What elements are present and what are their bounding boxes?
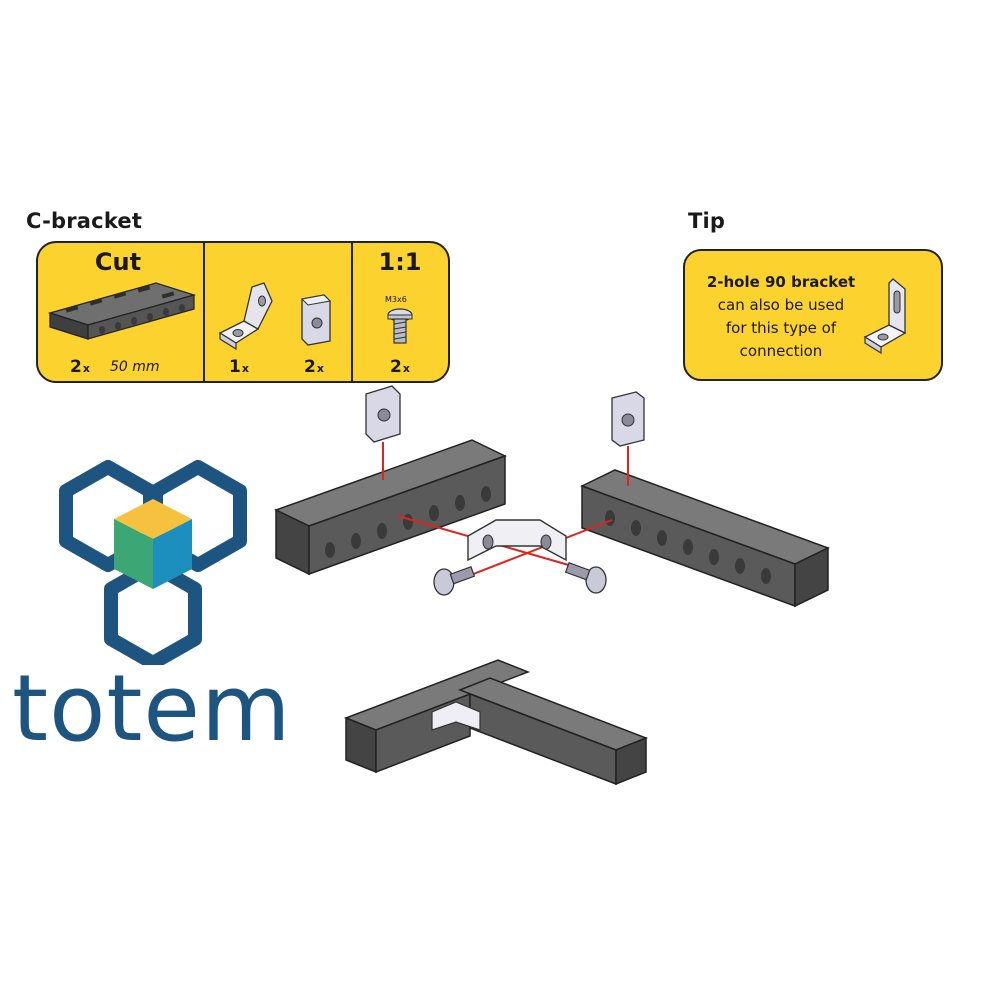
left-beam <box>274 439 507 576</box>
scale-label: 1:1 <box>378 248 422 276</box>
tip-line: connection <box>739 342 823 360</box>
beam-length: 50 mm <box>110 359 160 375</box>
c-bracket-title: C-bracket <box>26 209 143 233</box>
nut-part-icon <box>300 294 332 346</box>
beam-qty-unit: x <box>82 362 90 375</box>
totem-logo <box>59 460 247 665</box>
screw-size-label: M3x6 <box>385 295 407 304</box>
parts-list-panel: Cut 1:1 2x 50 mm 1x <box>36 241 450 383</box>
tip-text: 2-hole 90 bracket can also be used for t… <box>691 271 871 363</box>
beam-qty-value: 2 <box>70 357 82 377</box>
beam-quantity: 2x <box>70 357 90 377</box>
screw-quantity: 2x <box>390 357 410 377</box>
tip-title: Tip <box>688 209 726 233</box>
screw-qty-unit: x <box>402 362 410 375</box>
tip-panel: 2-hole 90 bracket can also be used for t… <box>683 249 943 381</box>
beam-part-icon <box>47 282 196 340</box>
screw-part-icon <box>387 308 413 344</box>
left-screw <box>433 566 476 596</box>
right-nut <box>611 391 645 447</box>
bracket-quantity: 1x <box>229 357 249 377</box>
two-hole-bracket-icon <box>863 278 907 355</box>
assembled-c-bracket <box>343 659 649 786</box>
tip-line: can also be used <box>717 296 845 314</box>
nut-quantity: 2x <box>304 357 324 377</box>
screw-qty-value: 2 <box>390 357 402 377</box>
panel-divider <box>203 243 205 381</box>
left-nut <box>365 385 401 443</box>
tip-line: for this type of <box>725 319 837 337</box>
tip-line: 2-hole 90 bracket <box>706 273 856 291</box>
cut-label: Cut <box>94 248 142 276</box>
panel-divider <box>351 243 353 381</box>
bracket-qty-value: 1 <box>229 357 241 377</box>
nut-qty-unit: x <box>316 362 324 375</box>
nut-qty-value: 2 <box>304 357 316 377</box>
l-bracket-part-icon <box>218 282 273 351</box>
c-bracket-part <box>467 519 567 562</box>
bracket-qty-unit: x <box>241 362 249 375</box>
brand-name: totem <box>12 655 292 762</box>
right-screw <box>564 562 607 594</box>
right-beam <box>580 469 830 608</box>
